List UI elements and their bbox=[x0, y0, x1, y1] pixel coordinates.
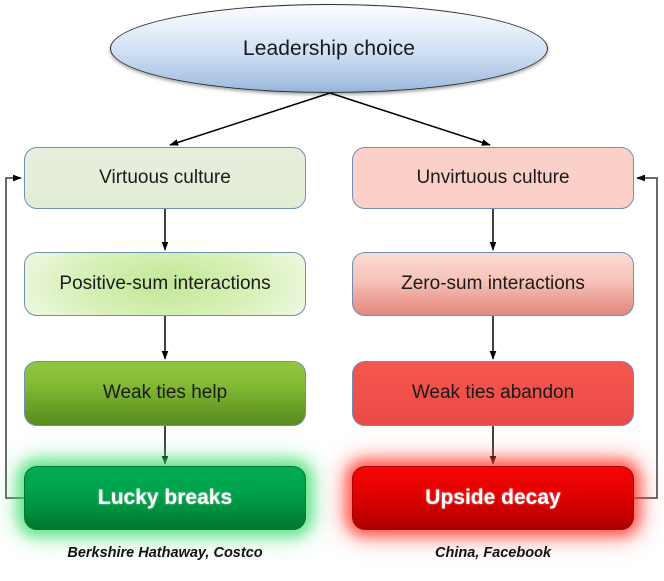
node-weak-ties-abandon[interactable]: Weak ties abandon bbox=[352, 361, 634, 426]
node-positive-sum-interactions[interactable]: Positive-sum interactions bbox=[24, 252, 306, 316]
edge-root-to-virtuous bbox=[169, 92, 331, 146]
node-label: Virtuous culture bbox=[99, 166, 231, 188]
edge-feedback-virtuous-loop bbox=[5, 174, 24, 499]
node-leadership-choice[interactable]: Leadership choice bbox=[110, 4, 548, 93]
edge-feedback-unvirtuous-loop bbox=[634, 174, 658, 499]
node-label: Lucky breaks bbox=[97, 486, 233, 509]
node-label: Leadership choice bbox=[242, 36, 416, 60]
node-label: Positive-sum interactions bbox=[59, 272, 271, 294]
node-zero-sum-interactions[interactable]: Zero-sum interactions bbox=[352, 252, 634, 316]
node-upside-decay[interactable]: Upside decay bbox=[352, 466, 634, 530]
node-label: Weak ties help bbox=[102, 382, 228, 404]
node-label: Upside decay bbox=[425, 486, 561, 509]
node-label: Unvirtuous culture bbox=[416, 166, 570, 188]
caption-unvirtuous-examples: China, Facebook bbox=[434, 545, 552, 561]
node-weak-ties-help[interactable]: Weak ties help bbox=[24, 361, 306, 426]
node-virtuous-culture[interactable]: Virtuous culture bbox=[24, 147, 306, 209]
node-label: Weak ties abandon bbox=[411, 382, 575, 404]
node-lucky-breaks[interactable]: Lucky breaks bbox=[24, 466, 306, 530]
node-label: Zero-sum interactions bbox=[401, 272, 585, 294]
caption-virtuous-examples: Berkshire Hathaway, Costco bbox=[67, 545, 263, 561]
node-unvirtuous-culture[interactable]: Unvirtuous culture bbox=[352, 147, 634, 209]
edge-root-to-unvirtuous bbox=[329, 92, 491, 146]
